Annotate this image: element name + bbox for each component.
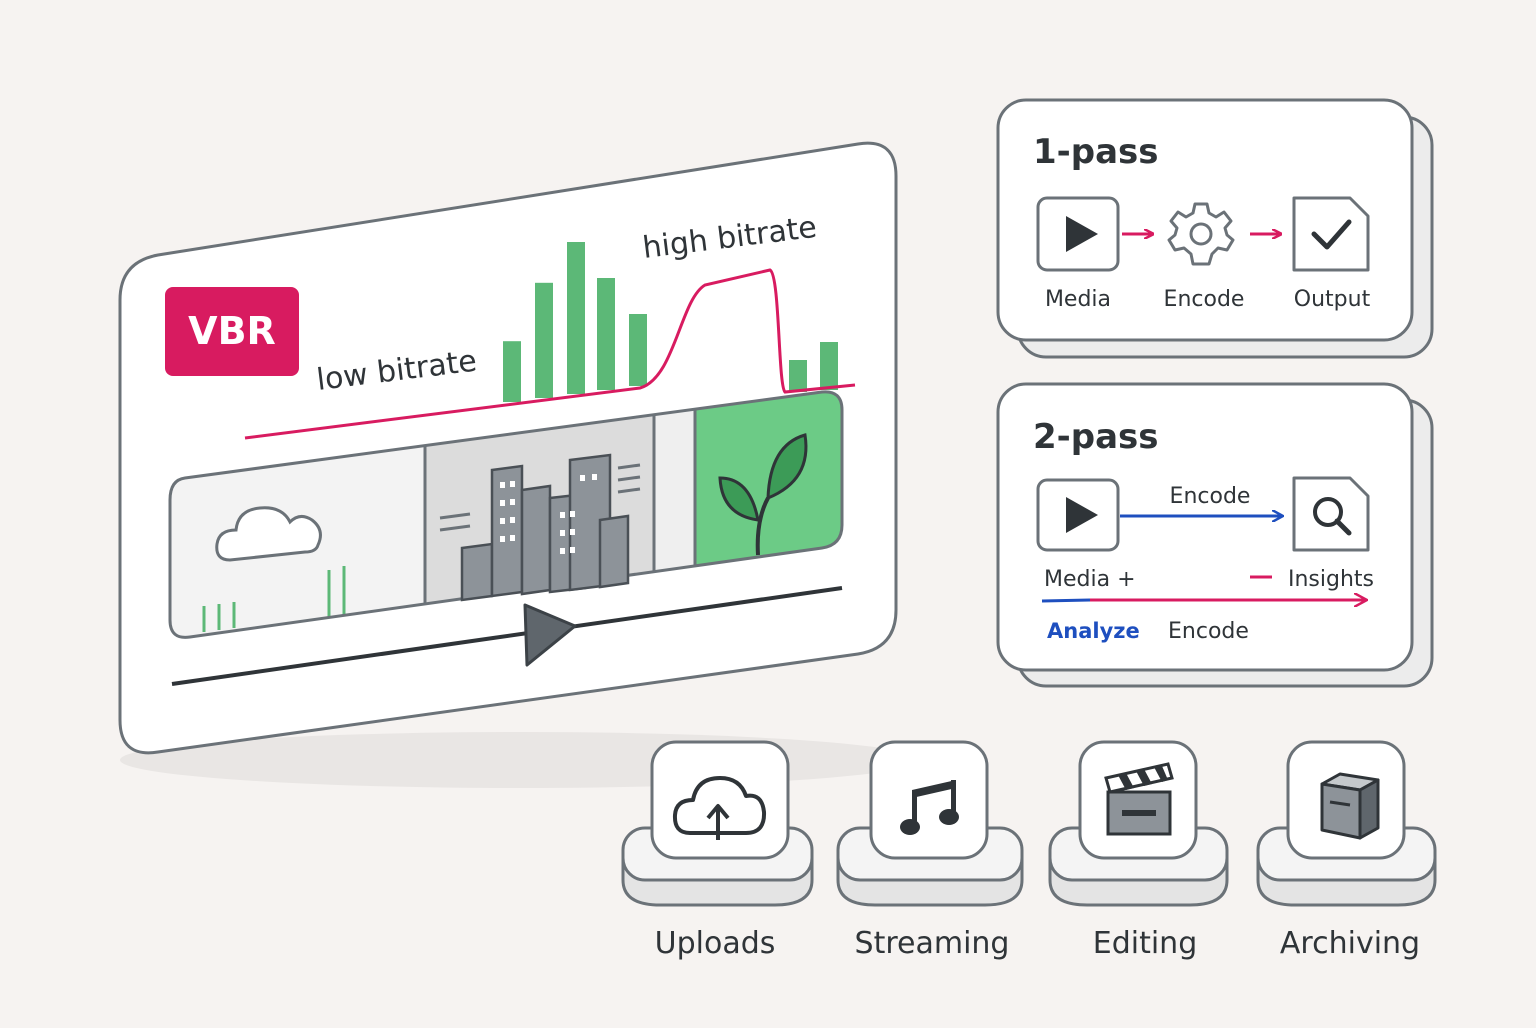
step-label-output: Output	[1294, 287, 1371, 312]
play-icon	[1036, 196, 1120, 272]
media-plus-label: Media +	[1044, 567, 1136, 592]
use-case-archiving[interactable]: Archiving	[1256, 740, 1437, 961]
bitrate-bar	[597, 278, 615, 390]
one-pass-title: 1-pass	[1033, 132, 1159, 172]
vbr-badge: VBR	[165, 287, 299, 376]
bitrate-bar	[567, 242, 585, 394]
one-pass-card: 1-pass Media Encode Output	[996, 98, 1434, 359]
encode-label: Encode	[1168, 619, 1249, 644]
bitrate-bar	[629, 314, 647, 386]
vbr-badge-label: VBR	[188, 309, 276, 353]
bitrate-bar	[503, 341, 521, 402]
top-arrow-label: Encode	[1170, 484, 1251, 509]
step-label-media: Media	[1045, 287, 1111, 312]
music-note-icon	[900, 780, 959, 835]
analyze-label: Analyze	[1047, 619, 1140, 643]
insights-label: Insights	[1288, 567, 1374, 592]
timeline-track	[171, 586, 843, 686]
box-icon	[1320, 772, 1380, 840]
vbr-card: VBR low bitrate high bitrate	[118, 141, 920, 788]
two-pass-card: 2-pass Encode Media + Insights Analyze E…	[996, 382, 1434, 688]
bitrate-bars	[503, 242, 838, 402]
clapperboard-icon	[1104, 762, 1174, 836]
play-icon	[1036, 478, 1120, 552]
step-label-encode: Encode	[1164, 287, 1245, 312]
use-case-label: Uploads	[655, 926, 776, 961]
cloud-icon	[215, 506, 322, 562]
checkmark-file-icon	[1292, 196, 1370, 272]
bitrate-bar	[535, 282, 553, 398]
use-case-editing[interactable]: Editing	[1048, 740, 1229, 961]
use-case-label: Editing	[1093, 926, 1198, 961]
bitrate-bar	[789, 360, 807, 392]
playhead-icon[interactable]	[523, 603, 577, 667]
gear-icon	[1167, 202, 1235, 266]
bitrate-curve	[244, 268, 856, 440]
two-pass-title: 2-pass	[1033, 417, 1159, 457]
cloud-upload-icon	[672, 776, 767, 840]
use-case-uploads[interactable]: Uploads	[621, 740, 814, 961]
bitrate-bar	[820, 342, 838, 390]
magnifier-file-icon	[1292, 476, 1370, 552]
use-case-label: Archiving	[1280, 926, 1420, 961]
use-case-label: Streaming	[855, 926, 1010, 961]
city-icon	[439, 453, 641, 602]
leaf-icon	[718, 433, 808, 556]
use-case-streaming[interactable]: Streaming	[836, 740, 1024, 961]
